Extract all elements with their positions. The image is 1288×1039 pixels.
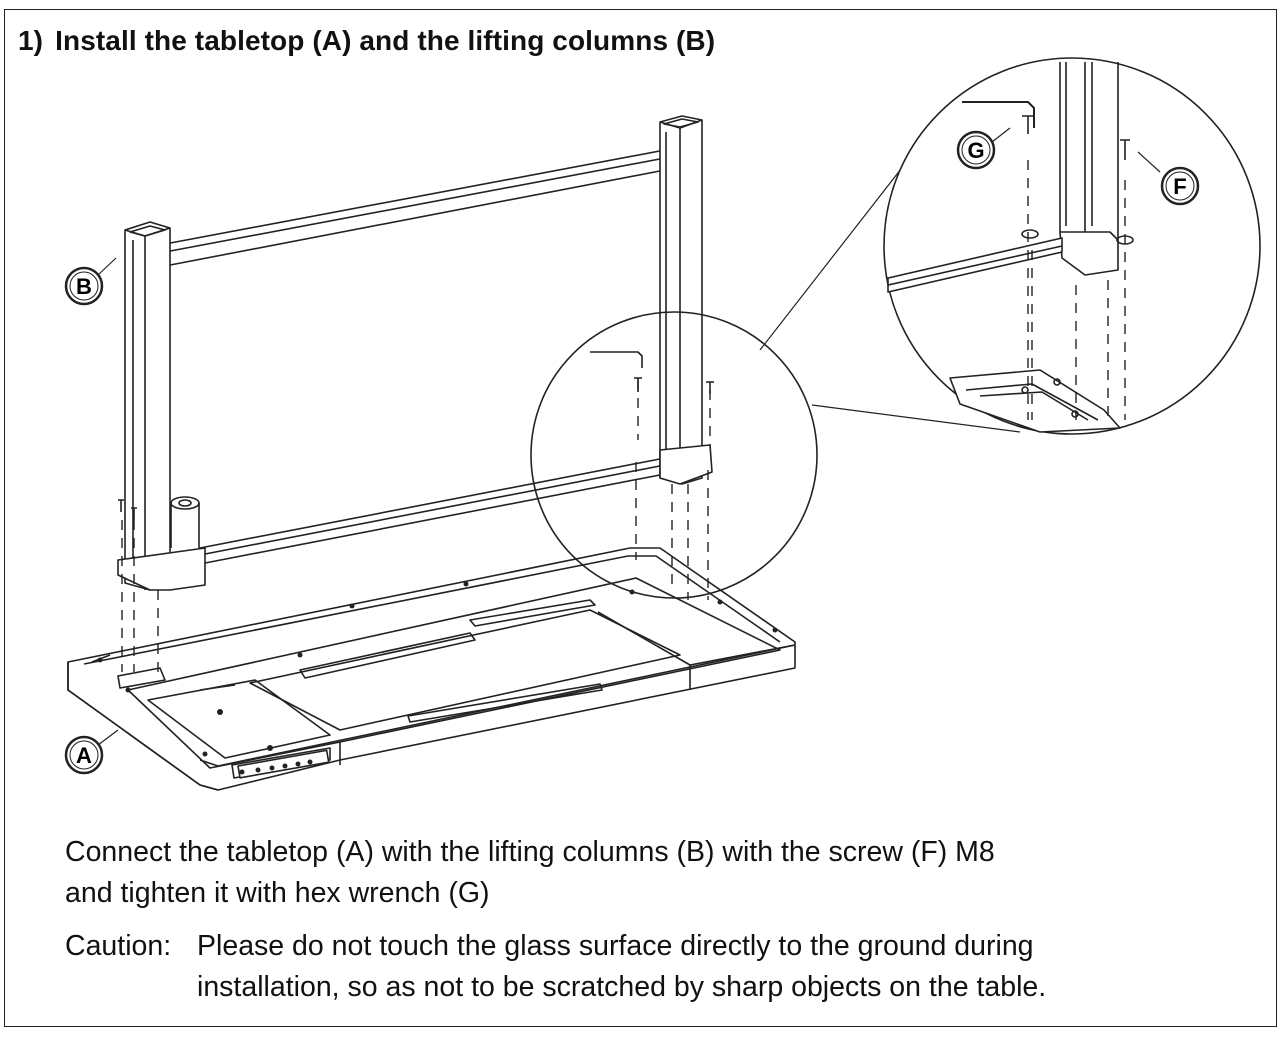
callout-b-label: B xyxy=(76,274,92,299)
step-title: 1) Install the tabletop (A) and the lifti… xyxy=(18,25,715,57)
lifting-column-left xyxy=(124,221,171,591)
step-title-text: Install the tabletop (A) and the lifting… xyxy=(55,25,716,56)
callout-g-label: G xyxy=(967,138,984,163)
callout-b: B xyxy=(64,266,104,306)
top-crossbar xyxy=(164,149,666,267)
detail-enlarged-view xyxy=(887,62,1134,433)
caution-label: Caution: xyxy=(65,930,172,962)
instruction-text: Connect the tabletop (A) with the liftin… xyxy=(65,832,1215,914)
callout-f: F xyxy=(1160,166,1200,206)
instruction-line-1: Connect the tabletop (A) with the liftin… xyxy=(65,836,995,868)
callout-a: A xyxy=(64,735,104,775)
screws xyxy=(118,377,714,520)
instruction-line-2: and tighten it with hex wrench (G) xyxy=(65,877,490,909)
lifting-column-right xyxy=(659,115,703,485)
motor xyxy=(170,496,200,548)
detail-circle-small xyxy=(530,311,818,599)
callout-g: G xyxy=(956,130,996,170)
caution-text: Please do not touch the glass surface di… xyxy=(197,926,1255,1008)
callout-a-label: A xyxy=(76,743,92,768)
step-number: 1) xyxy=(18,25,44,56)
step-frame xyxy=(4,9,1277,1027)
hex-wrench-small xyxy=(590,351,643,368)
tabletop-a xyxy=(67,547,796,791)
caution-note: Caution: Please do not touch the glass s… xyxy=(65,926,1255,1008)
caution-line-1: Please do not touch the glass surface di… xyxy=(197,930,1034,962)
callout-f-label: F xyxy=(1173,174,1186,199)
bottom-crossbar xyxy=(199,457,666,565)
caution-line-2: installation, so as not to be scratched … xyxy=(197,971,1047,1003)
